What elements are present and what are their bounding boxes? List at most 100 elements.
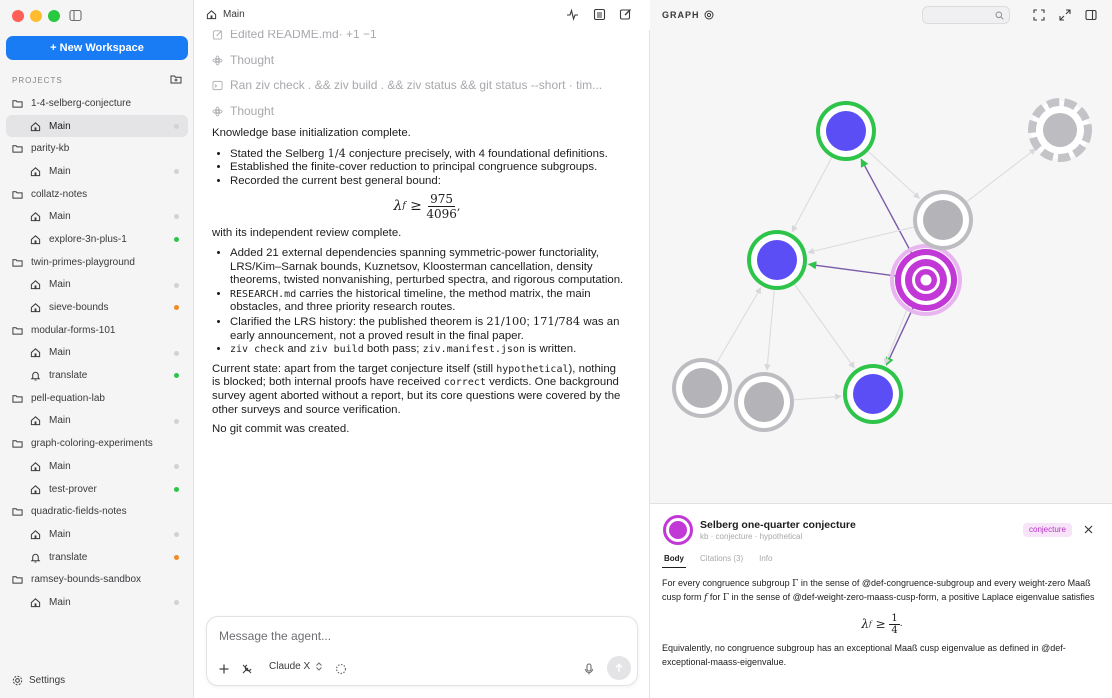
sidebar: + New Workspace PROJECTS 1-4-selberg-con… xyxy=(0,0,194,698)
projects-label: PROJECTS xyxy=(12,76,63,85)
compose-icon[interactable] xyxy=(619,8,632,21)
folder-icon xyxy=(12,100,23,108)
graph-node-gray[interactable] xyxy=(913,190,973,250)
sidebar-workspace[interactable]: test-prover xyxy=(6,478,188,501)
edit-icon xyxy=(212,29,223,40)
sidebar-project[interactable]: parity-kb xyxy=(6,137,188,160)
sidebar-workspace[interactable]: Main xyxy=(6,523,188,546)
status-dot xyxy=(174,600,179,606)
sidebar-project[interactable]: pell-equation-lab xyxy=(6,387,188,410)
sidebar-project[interactable]: modular-forms-101 xyxy=(6,319,188,342)
graph-node-gray[interactable] xyxy=(672,358,732,418)
graph-edge xyxy=(885,306,914,366)
graph-edge xyxy=(791,156,833,233)
add-project-icon[interactable] xyxy=(170,73,182,85)
close-icon[interactable] xyxy=(1083,524,1094,535)
activity-icon[interactable] xyxy=(566,8,579,21)
sidebar-item-label: collatz-notes xyxy=(31,188,88,200)
sidebar-workspace[interactable]: Main xyxy=(6,114,188,138)
folder-icon xyxy=(12,440,23,448)
tab-info[interactable]: Info xyxy=(759,554,773,563)
graph-node-dashed[interactable] xyxy=(1028,98,1092,162)
graph-edge xyxy=(792,393,842,401)
chat-title-text: Main xyxy=(223,9,245,20)
loading-spinner-icon xyxy=(335,663,347,675)
assistant-message: Knowledge base initialization complete. … xyxy=(212,127,624,437)
arrow-up-icon xyxy=(615,663,623,672)
tool-log-line[interactable]: Thought xyxy=(212,53,612,67)
toggle-panel-icon[interactable] xyxy=(1085,9,1097,21)
graph-search-input[interactable] xyxy=(922,6,1010,24)
status-dot xyxy=(174,350,179,356)
plus-icon[interactable] xyxy=(218,663,230,675)
sidebar-workspace[interactable]: Main xyxy=(6,342,188,365)
new-workspace-button[interactable]: + New Workspace xyxy=(6,36,188,60)
sidebar-project[interactable]: ramsey-bounds-sandbox xyxy=(6,568,188,591)
graph-node-gray[interactable] xyxy=(734,372,794,432)
graph-edge xyxy=(716,287,762,364)
graph-node-blue[interactable] xyxy=(843,364,903,424)
graph-node-selected[interactable] xyxy=(890,244,962,316)
details-list: Added 21 external dependencies spanning … xyxy=(230,247,624,357)
sidebar-workspace[interactable]: translate xyxy=(6,364,188,387)
status-dot xyxy=(174,123,179,129)
folder-icon xyxy=(12,258,23,267)
expand-icon[interactable] xyxy=(1059,9,1071,21)
body-paragraph: Equivalently, no congruence subgroup has… xyxy=(662,643,1066,667)
home-icon xyxy=(30,167,41,177)
tool-log-line[interactable]: Thought xyxy=(212,104,612,118)
home-icon xyxy=(30,121,41,131)
sidebar-workspace[interactable]: sieve-bounds xyxy=(6,296,188,319)
sidebar-project[interactable]: collatz-notes xyxy=(6,183,188,206)
sidebar-project[interactable]: 1-4-selberg-conjecture xyxy=(6,92,188,115)
chat-title: Main xyxy=(206,9,245,20)
sidebar-workspace[interactable]: Main xyxy=(6,205,188,228)
tab-citations[interactable]: Citations (3) xyxy=(700,554,744,563)
folder-icon xyxy=(12,576,23,584)
toggle-sidebar-icon[interactable] xyxy=(69,9,82,22)
bell-icon xyxy=(30,553,41,563)
sidebar-project[interactable]: graph-coloring-experiments xyxy=(6,432,188,455)
sidebar-workspace[interactable]: translate xyxy=(6,546,188,569)
node-subtitle: kb · conjecture · hypothetical xyxy=(700,532,803,541)
graph-panel: GRAPH xyxy=(650,0,1112,503)
tab-body[interactable]: Body xyxy=(662,554,686,568)
sidebar-item-label: Main xyxy=(49,596,71,608)
message-input[interactable] xyxy=(219,629,619,643)
fit-view-icon[interactable] xyxy=(1033,9,1045,21)
graph-edge xyxy=(807,261,897,277)
sidebar-workspace[interactable]: explore-3n-plus-1 xyxy=(6,228,188,251)
settings-button[interactable]: Settings xyxy=(12,675,65,686)
graph-title-text: GRAPH xyxy=(662,10,700,20)
sidebar-item-label: Main xyxy=(49,347,71,359)
sidebar-project[interactable]: quadratic-fields-notes xyxy=(6,500,188,523)
send-button[interactable] xyxy=(607,656,631,680)
graph-node-blue[interactable] xyxy=(816,101,876,161)
status-dot xyxy=(174,282,179,288)
notes-icon[interactable] xyxy=(593,8,606,21)
sidebar-item-label: parity-kb xyxy=(31,143,70,155)
maximize-window-button[interactable] xyxy=(48,10,60,22)
microphone-icon[interactable] xyxy=(583,663,595,675)
sidebar-workspace[interactable]: Main xyxy=(6,274,188,297)
sidebar-workspace[interactable]: Main xyxy=(6,455,188,478)
knowledge-graph[interactable] xyxy=(650,30,1112,503)
settings-label: Settings xyxy=(29,675,66,686)
minimize-window-button[interactable] xyxy=(30,10,42,22)
tools-icon[interactable] xyxy=(241,663,253,675)
graph-edge xyxy=(866,150,920,199)
tool-log-text: Thought xyxy=(230,53,275,67)
sidebar-workspace[interactable]: Main xyxy=(6,160,188,183)
close-window-button[interactable] xyxy=(12,10,24,22)
sidebar-item-label: Main xyxy=(49,211,71,223)
chat-header: Main xyxy=(194,0,650,30)
sidebar-workspace[interactable]: Main xyxy=(6,591,188,614)
list-item: Stated the Selberg 1/4 conjecture precis… xyxy=(230,146,624,162)
sidebar-project[interactable]: twin-primes-playground xyxy=(6,251,188,274)
model-selector[interactable]: Claude X xyxy=(269,661,323,672)
tool-log-line[interactable]: Edited README.md· +1 −1 xyxy=(212,27,612,41)
sidebar-workspace[interactable]: Main xyxy=(6,410,188,433)
status-dot xyxy=(174,214,179,220)
tool-log-line[interactable]: Ran ziv check . && ziv build . && ziv st… xyxy=(212,78,612,92)
graph-node-blue[interactable] xyxy=(747,230,807,290)
